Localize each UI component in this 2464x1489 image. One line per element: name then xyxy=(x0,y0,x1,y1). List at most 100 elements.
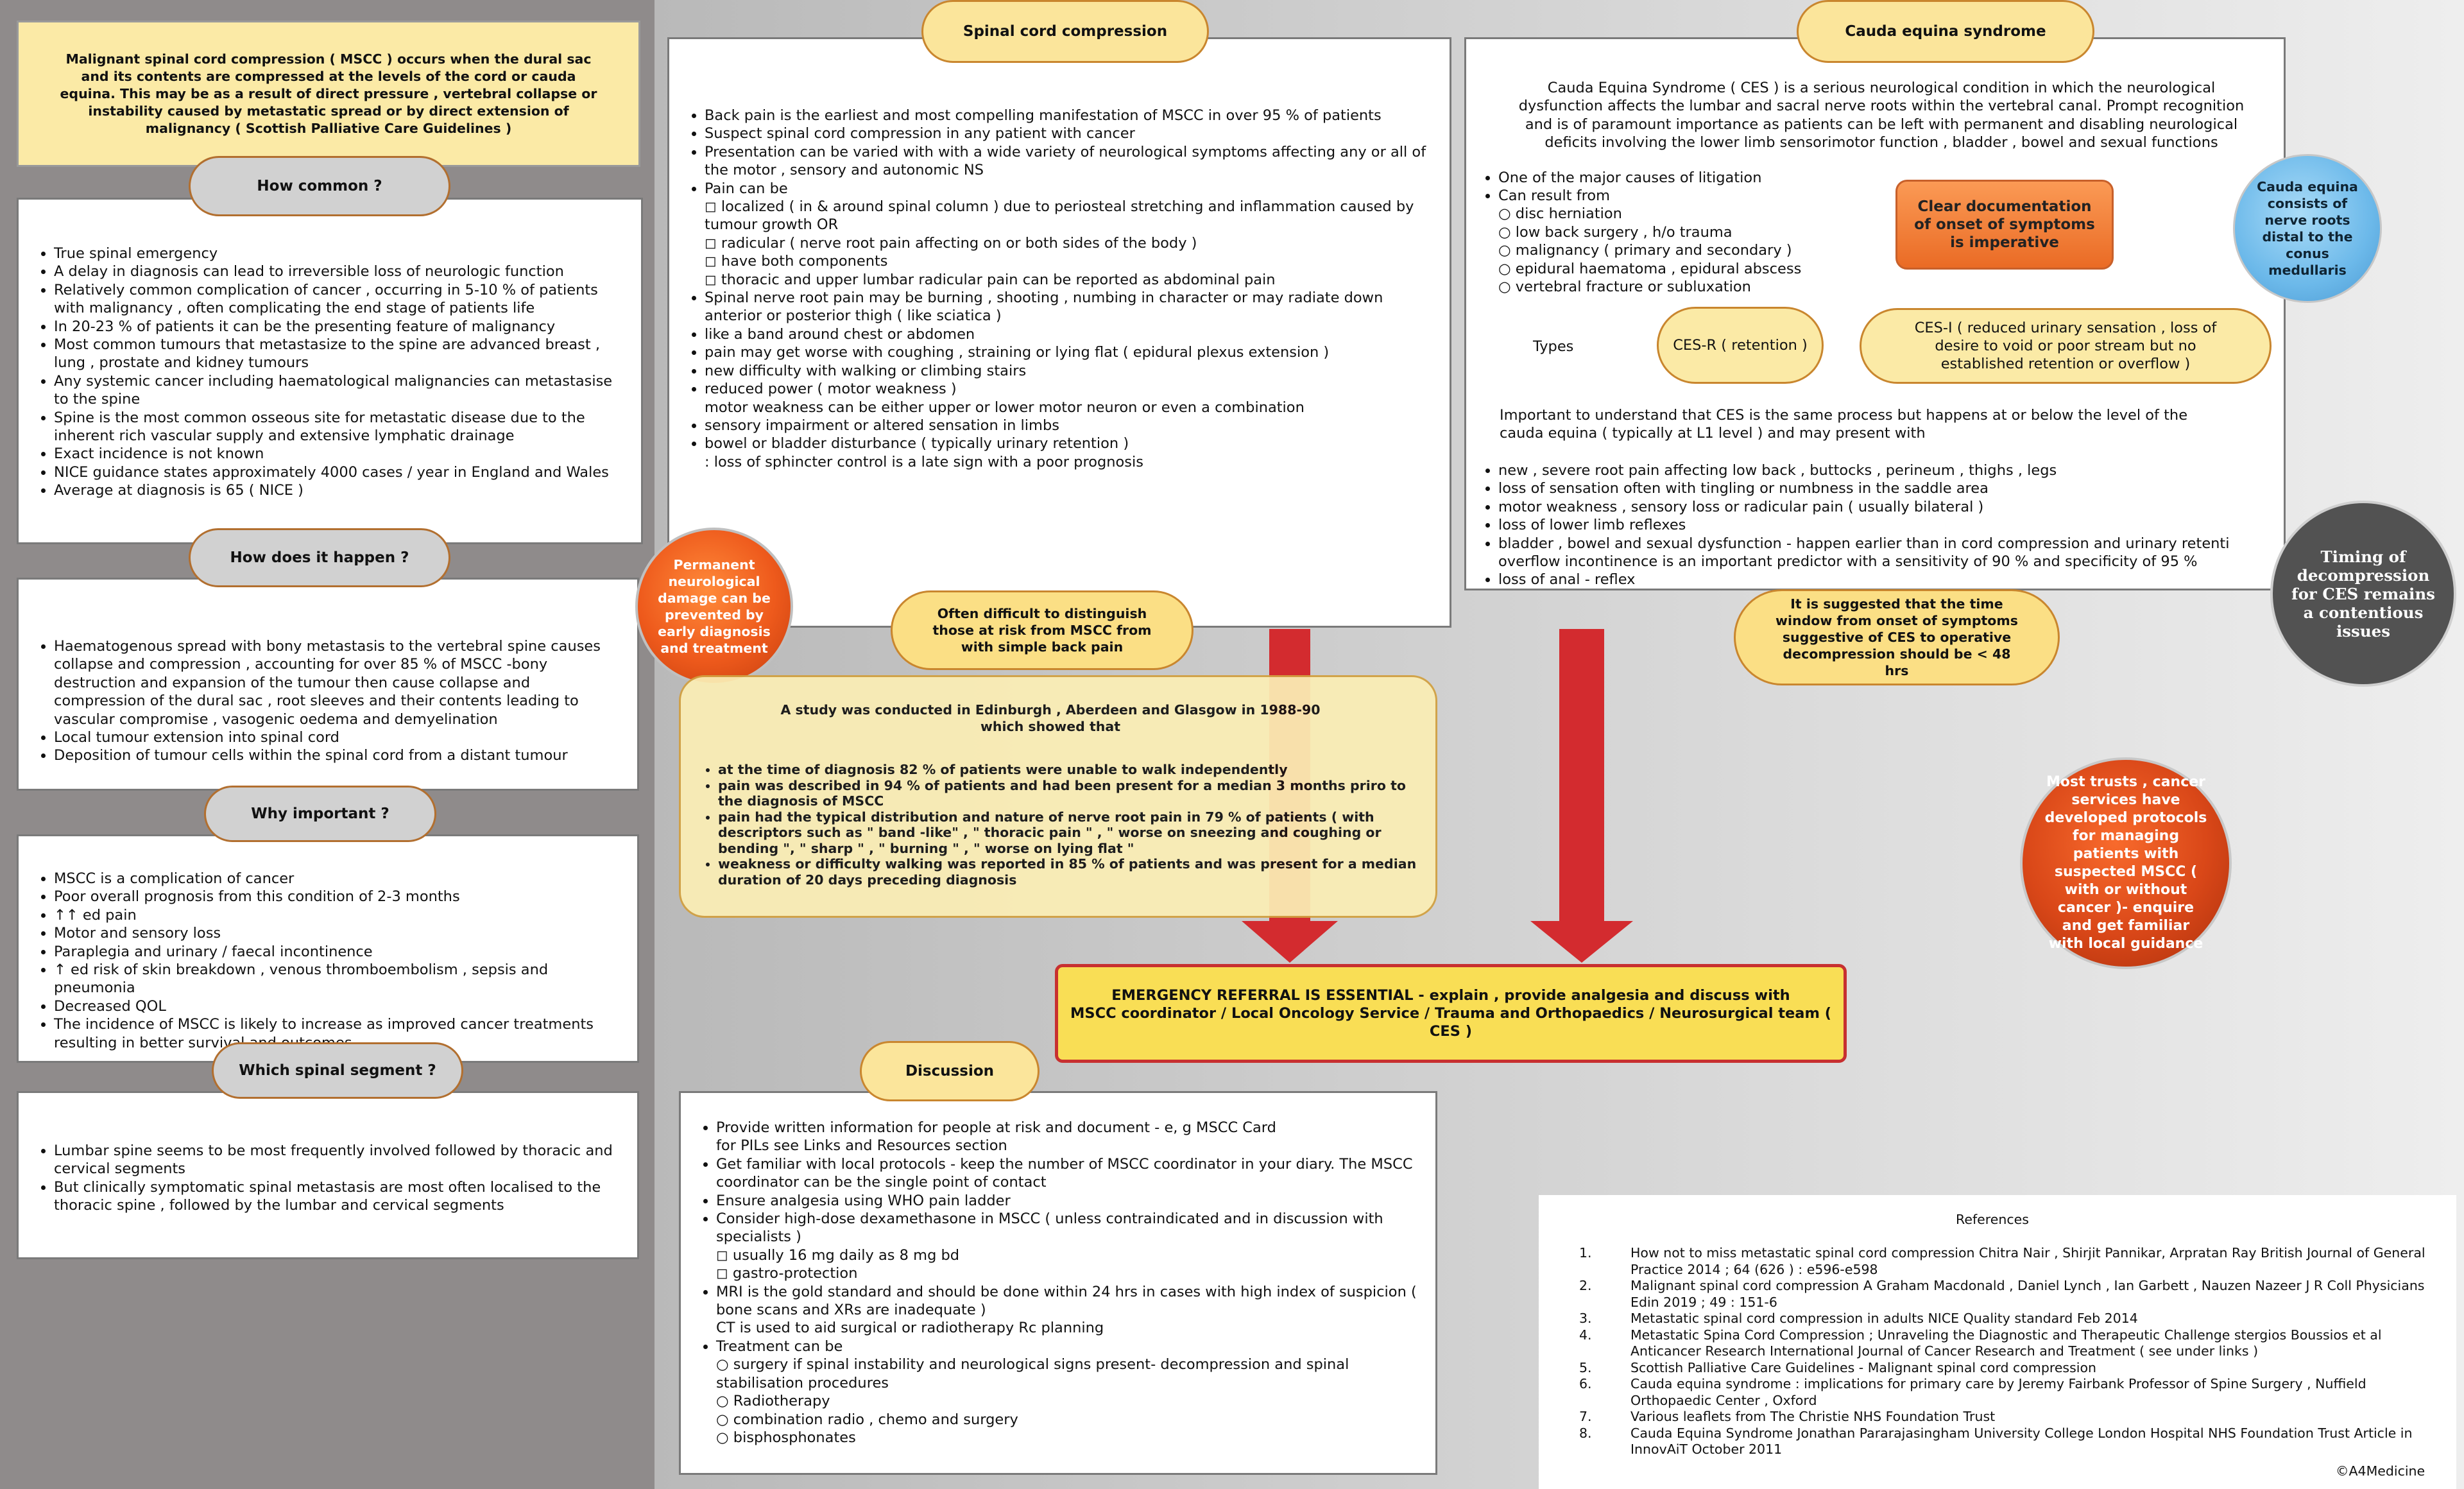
sub-item: epidural haematoma , epidural abscess xyxy=(1498,260,1896,278)
list-item: Provide written information for people a… xyxy=(716,1119,1423,1137)
ces-i-text: CES-I ( reduced urinary sensation , loss… xyxy=(1914,320,2217,372)
permanent-damage-text: Permanent neurological damage can be pre… xyxy=(658,557,771,656)
reference-item: 4.Metastatic Spina Cord Compression ; Un… xyxy=(1579,1327,2382,1359)
sub-item: vertebral fracture or subluxation xyxy=(1498,278,1896,296)
time-window-pill: It is suggested that the time window fro… xyxy=(1734,589,2060,685)
difficult-text: Often difficult to distinguish those at … xyxy=(932,606,1152,655)
emergency-line-2: MSCC coordinator / Local Oncology Servic… xyxy=(1070,1005,1832,1040)
list-item: Lumbar spine seems to be most frequently… xyxy=(54,1142,624,1178)
list-item: Motor and sensory loss xyxy=(54,924,624,942)
sub-item: bisphosphonates xyxy=(716,1429,1423,1447)
intro-text: Malignant spinal cord compression ( MSCC… xyxy=(60,51,597,136)
timing-text: Timing of decompression for CES remains … xyxy=(2291,547,2435,641)
intro-box: Malignant spinal cord compression ( MSCC… xyxy=(17,21,640,167)
list-item: loss of sensation often with tingling or… xyxy=(1498,479,2275,497)
scc-box: Back pain is the earliest and most compe… xyxy=(667,37,1451,628)
copyright: ©A4Medicine xyxy=(2336,1463,2426,1479)
which-segment-title: Which spinal segment ? xyxy=(212,1042,463,1099)
sub-item: low back surgery , h/o trauma xyxy=(1498,223,1896,241)
list-item: Get familiar with local protocols - keep… xyxy=(716,1155,1423,1192)
which-segment-box: Lumbar spine seems to be most frequently… xyxy=(17,1091,639,1259)
how-common-title: How common ? xyxy=(189,156,450,216)
list-item: at the time of diagnosis 82 % of patient… xyxy=(718,762,1420,778)
ces-i-pill: CES-I ( reduced urinary sensation , loss… xyxy=(1860,308,2272,384)
sub-item: CT is used to aid surgical or radiothera… xyxy=(716,1320,1104,1337)
sub-item: radicular ( nerve root pain affecting on… xyxy=(705,234,1437,252)
list-item: like a band around chest or abdomen xyxy=(705,325,1437,343)
study-box: A study was conducted in Edinburgh , Abe… xyxy=(679,675,1437,918)
list-item: Relatively common complication of cancer… xyxy=(54,281,628,318)
scc-title: Spinal cord compression xyxy=(921,0,1209,63)
emergency-box: EMERGENCY REFERRAL IS ESSENTIAL - explai… xyxy=(1055,964,1847,1063)
list-item: new , severe root pain affecting low bac… xyxy=(1498,461,2275,479)
emergency-line-1: EMERGENCY REFERRAL IS ESSENTIAL - explai… xyxy=(1111,987,1790,1004)
references-title: References xyxy=(1956,1212,2029,1227)
list-item: pain was described in 94 % of patients a… xyxy=(718,778,1420,809)
sub-item: gastro-protection xyxy=(716,1264,1423,1282)
references-list: 1.How not to miss metastatic spinal cord… xyxy=(1544,1245,2441,1458)
list-item: Average at diagnosis is 65 ( NICE ) xyxy=(54,481,628,499)
list-item: loss of anal - reflex xyxy=(1498,571,2275,589)
list-item: Poor overall prognosis from this conditi… xyxy=(54,888,624,906)
list-item: sensory impairment or altered sensation … xyxy=(705,417,1437,435)
list-item: Spine is the most common osseous site fo… xyxy=(54,409,628,445)
list-item: Treatment can be xyxy=(716,1338,1423,1356)
list-item: ↑ ed risk of skin breakdown , venous thr… xyxy=(54,961,624,997)
list-item: Exact incidence is not known xyxy=(54,445,628,463)
sub-item: usually 16 mg daily as 8 mg bd xyxy=(716,1246,1423,1264)
list-item: But clinically symptomatic spinal metast… xyxy=(54,1178,624,1215)
permanent-damage-circle: Permanent neurological damage can be pre… xyxy=(635,528,793,685)
list-item: Deposition of tumour cells within the sp… xyxy=(54,746,624,764)
ces-important: Important to understand that CES is the … xyxy=(1500,407,2188,442)
trusts-circle: Most trusts , cancer services have devel… xyxy=(2020,757,2232,969)
reference-item: 5.Scottish Palliative Care Guidelines - … xyxy=(1579,1359,2097,1375)
which-segment-list: Lumbar spine seems to be most frequently… xyxy=(19,1142,624,1215)
references-box: References 1.How not to miss metastatic … xyxy=(1539,1195,2456,1489)
sub-item: surgery if spinal instability and neurol… xyxy=(716,1356,1423,1392)
how-common-box: True spinal emergency A delay in diagnos… xyxy=(17,198,643,544)
list-item: reduced power ( motor weakness ) xyxy=(705,380,1437,398)
study-title: A study was conducted in Edinburgh , Abe… xyxy=(780,702,1321,734)
sub-item: disc herniation xyxy=(1498,205,1896,223)
ces-present-list: new , severe root pain affecting low bac… xyxy=(1466,461,2275,589)
list-item: pain had the typical distribution and na… xyxy=(718,809,1420,857)
why-important-title: Why important ? xyxy=(204,786,436,842)
how-happen-list: Haematogenous spread with bony metastasi… xyxy=(19,637,624,765)
sub-item: Radiotherapy xyxy=(716,1392,1423,1410)
list-item: True spinal emergency xyxy=(54,245,628,263)
discussion-title: Discussion xyxy=(860,1041,1040,1101)
list-item: Any systemic cancer including haematolog… xyxy=(54,372,628,409)
list-item: ↑↑ ed pain xyxy=(54,906,624,924)
list-item: MSCC is a complication of cancer xyxy=(54,870,624,888)
trusts-text: Most trusts , cancer services have devel… xyxy=(2044,774,2207,952)
list-item: Pain can be xyxy=(705,180,1437,198)
study-list: at the time of diagnosis 82 % of patient… xyxy=(681,762,1420,888)
discussion-list: Provide written information for people a… xyxy=(681,1119,1423,1447)
list-item: weakness or difficulty walking was repor… xyxy=(718,856,1420,888)
list-item: Decreased QOL xyxy=(54,997,624,1015)
difficult-pill: Often difficult to distinguish those at … xyxy=(891,590,1194,670)
sub-item: malignancy ( primary and secondary ) xyxy=(1498,241,1896,259)
list-item: pain may get worse with coughing , strai… xyxy=(705,343,1437,361)
list-item: Back pain is the earliest and most compe… xyxy=(705,107,1437,125)
list-item: Can result from xyxy=(1498,187,1896,205)
list-item: bladder , bowel and sexual dysfunction -… xyxy=(1498,535,2275,571)
timing-circle: Timing of decompression for CES remains … xyxy=(2270,501,2456,687)
ces-r-pill: CES-R ( retention ) xyxy=(1657,307,1824,384)
cauda-definition-circle: Cauda equina consists of nerve roots dis… xyxy=(2233,154,2382,303)
ces-title: Cauda equina syndrome xyxy=(1797,0,2094,63)
how-happen-title: How does it happen ? xyxy=(189,528,450,587)
reference-item: 6.Cauda equina syndrome : implications f… xyxy=(1579,1376,2366,1408)
list-item: Suspect spinal cord compression in any p… xyxy=(705,125,1437,142)
list-item: Ensure analgesia using WHO pain ladder xyxy=(716,1192,1423,1210)
time-window-text: It is suggested that the time window fro… xyxy=(1775,596,2018,678)
list-item: loss of lower limb reflexes xyxy=(1498,516,2275,534)
list-item: Consider high-dose dexamethasone in MSCC… xyxy=(716,1210,1423,1246)
ces-box: Cauda Equina Syndrome ( CES ) is a serio… xyxy=(1464,37,2286,590)
scc-list: Back pain is the earliest and most compe… xyxy=(669,107,1437,471)
why-important-list: MSCC is a complication of cancer Poor ov… xyxy=(19,870,624,1052)
reference-item: 3.Metastatic spinal cord compression in … xyxy=(1579,1311,2138,1326)
sub-item: thoracic and upper lumbar radicular pain… xyxy=(705,271,1437,289)
list-item: bowel or bladder disturbance ( typically… xyxy=(705,435,1437,452)
ces-intro: Cauda Equina Syndrome ( CES ) is a serio… xyxy=(1518,80,2245,151)
